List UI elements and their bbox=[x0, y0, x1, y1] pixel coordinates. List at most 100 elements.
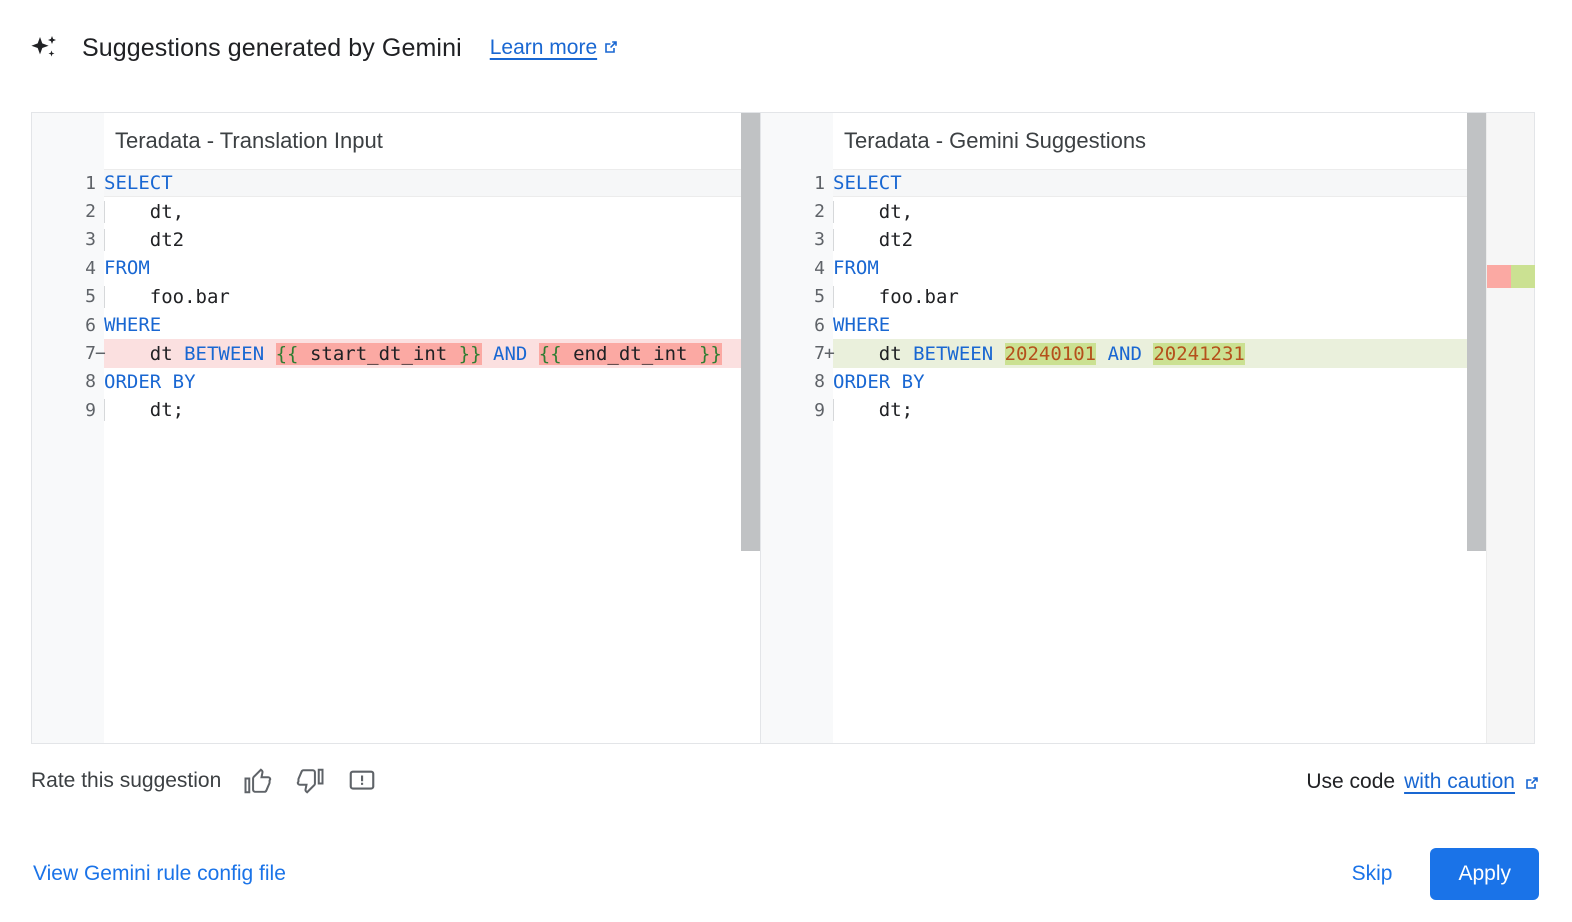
line-number: 3 bbox=[85, 229, 96, 251]
line-highlight bbox=[833, 169, 1467, 198]
code-text: WHERE bbox=[104, 314, 760, 336]
line-number: 7 bbox=[85, 343, 96, 365]
report-feedback-icon[interactable] bbox=[347, 766, 377, 796]
code-line: 4 FROM bbox=[32, 254, 760, 282]
indent-guide bbox=[104, 399, 105, 422]
code-text: FROM bbox=[104, 257, 760, 279]
code-token: 20241231 bbox=[1153, 342, 1245, 365]
code-token: dt; bbox=[104, 399, 185, 422]
scrollbar-input[interactable] bbox=[741, 113, 760, 743]
code-token bbox=[527, 343, 538, 365]
line-number: 4 bbox=[814, 257, 825, 279]
indent-guide bbox=[833, 228, 834, 251]
code-token: AND bbox=[493, 342, 528, 365]
code-token: ORDER BY bbox=[833, 370, 925, 393]
code-token: BETWEEN bbox=[913, 342, 994, 365]
code-text: ORDER BY bbox=[833, 371, 1467, 393]
code-line: 3 dt2 bbox=[761, 226, 1467, 254]
code-token: ORDER BY bbox=[104, 370, 196, 393]
code-token: FROM bbox=[104, 257, 150, 280]
code-token bbox=[264, 343, 275, 365]
thumb-down-icon[interactable] bbox=[295, 766, 325, 796]
line-number: 1 bbox=[85, 172, 96, 194]
diff-pane-suggestions: Teradata - Gemini Suggestions 1 SELECT 2 d… bbox=[761, 113, 1535, 743]
external-link-icon bbox=[603, 37, 618, 53]
caution-prefix: Use code bbox=[1306, 770, 1396, 793]
code-token: {{ bbox=[275, 342, 299, 365]
code-text: foo.bar bbox=[104, 285, 760, 308]
scrollbar-thumb-suggestions[interactable] bbox=[1467, 113, 1486, 551]
code-token: dt bbox=[104, 342, 185, 365]
page-title: Suggestions generated by Gemini bbox=[82, 33, 462, 62]
code-text: dt; bbox=[104, 399, 760, 422]
line-highlight bbox=[833, 339, 1467, 368]
scrollbar-thumb-input[interactable] bbox=[741, 113, 760, 551]
code-line: 9 dt; bbox=[32, 396, 760, 424]
line-number: 2 bbox=[85, 201, 96, 223]
pane-title-suggestions: Teradata - Gemini Suggestions bbox=[844, 113, 1448, 169]
code-line: 5 foo.bar bbox=[761, 283, 1467, 311]
pane-title-input: Teradata - Translation Input bbox=[115, 113, 722, 169]
learn-more-label: Learn more bbox=[489, 36, 598, 59]
line-number: 4 bbox=[85, 257, 96, 279]
diff-viewer: Teradata - Translation Input 1 SELECT 2 dt… bbox=[31, 112, 1535, 744]
code-line: 1 SELECT bbox=[761, 169, 1467, 198]
line-number: 7 bbox=[814, 343, 825, 365]
diff-sign: + bbox=[824, 343, 835, 365]
line-number: 1 bbox=[814, 172, 825, 194]
code-token: foo.bar bbox=[833, 285, 959, 308]
use-code-with-caution: Use code with caution bbox=[1306, 770, 1539, 794]
thumb-up-icon[interactable] bbox=[243, 766, 273, 796]
code-text: dt2 bbox=[833, 228, 1467, 251]
indent-guide bbox=[833, 399, 834, 422]
code-token: }} bbox=[458, 342, 482, 365]
line-number: 6 bbox=[814, 314, 825, 336]
code-token bbox=[1142, 343, 1153, 365]
code-token: dt2 bbox=[833, 228, 914, 251]
footer-actions: View Gemini rule config file Skip Apply bbox=[0, 826, 1572, 922]
skip-button[interactable]: Skip bbox=[1351, 862, 1393, 885]
line-number: 3 bbox=[814, 229, 825, 251]
code-token: dt, bbox=[833, 200, 914, 223]
scrollbar-suggestions[interactable] bbox=[1467, 113, 1486, 743]
code-token bbox=[1096, 343, 1107, 365]
code-line: 7+ dt BETWEEN 20240101 AND 20241231 bbox=[761, 339, 1467, 368]
minimap-removed-marker bbox=[1487, 265, 1511, 288]
line-number: 8 bbox=[85, 371, 96, 393]
diff-sign: − bbox=[95, 343, 106, 365]
code-token bbox=[482, 343, 493, 365]
rate-suggestion-row: Rate this suggestion bbox=[31, 766, 377, 796]
code-text: dt BETWEEN 20240101 AND 20241231 bbox=[833, 342, 1467, 365]
code-text: foo.bar bbox=[833, 285, 1467, 308]
line-number: 9 bbox=[85, 399, 96, 421]
indent-guide bbox=[833, 200, 834, 223]
code-token: AND bbox=[1107, 342, 1142, 365]
code-token: {{ bbox=[538, 342, 562, 365]
view-gemini-rule-config-file-link[interactable]: View Gemini rule config file bbox=[33, 862, 286, 885]
code-token: end_dt_int bbox=[561, 342, 699, 365]
line-number: 2 bbox=[814, 201, 825, 223]
code-line: 4 FROM bbox=[761, 254, 1467, 282]
footer-buttons: Skip Apply bbox=[1348, 848, 1539, 900]
indent-guide bbox=[104, 285, 105, 308]
diff-minimap[interactable] bbox=[1486, 113, 1535, 743]
rate-label: Rate this suggestion bbox=[31, 769, 222, 792]
code-token: dt2 bbox=[104, 228, 185, 251]
code-text: FROM bbox=[833, 257, 1467, 279]
indent-guide bbox=[104, 228, 105, 251]
with-caution-link[interactable]: with caution bbox=[1404, 770, 1515, 793]
code-line: 3 dt2 bbox=[32, 226, 760, 254]
code-token: }} bbox=[698, 342, 722, 365]
code-token: SELECT bbox=[833, 172, 902, 195]
code-token: WHERE bbox=[104, 314, 162, 337]
learn-more-link[interactable]: Learn more bbox=[490, 36, 618, 60]
code-token: FROM bbox=[833, 257, 879, 280]
apply-button[interactable]: Apply bbox=[1430, 848, 1539, 900]
sparkle-icon bbox=[27, 31, 61, 65]
code-line: 8 ORDER BY bbox=[32, 368, 760, 396]
code-token: SELECT bbox=[104, 172, 173, 195]
